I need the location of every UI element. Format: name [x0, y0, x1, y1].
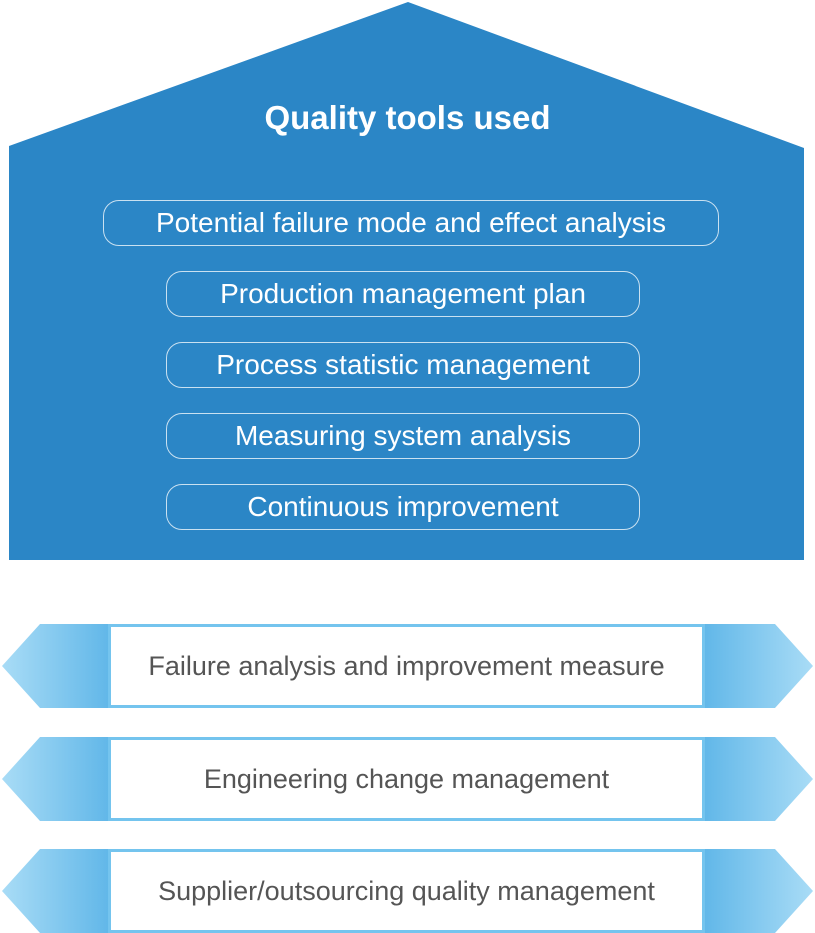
- banner-left-arrow: [2, 737, 112, 821]
- house-title: Quality tools used: [264, 99, 551, 136]
- foundation-item-engineering-change: Engineering change management: [108, 737, 705, 821]
- banner-right-arrow: [701, 849, 813, 933]
- foundation-item-supplier-quality: Supplier/outsourcing quality management: [108, 849, 705, 933]
- foundation-banner: Supplier/outsourcing quality management: [0, 849, 815, 933]
- banner-left-arrow: [2, 849, 112, 933]
- banner-right-arrow: [701, 624, 813, 708]
- banner-arrows: [2, 849, 813, 933]
- foundation-item-failure-analysis: Failure analysis and improvement measure: [108, 624, 705, 708]
- tool-fmea: Potential failure mode and effect analys…: [103, 200, 719, 246]
- tool-continuous-improvement: Continuous improvement: [166, 484, 640, 530]
- tool-measuring-system-analysis: Measuring system analysis: [166, 413, 640, 459]
- house-shape: [9, 2, 804, 560]
- foundation-banner: Engineering change management: [0, 737, 815, 821]
- tool-process-statistic-management: Process statistic management: [166, 342, 640, 388]
- banner-arrows: [2, 624, 813, 708]
- banner-arrows: [2, 737, 813, 821]
- tool-production-management-plan: Production management plan: [166, 271, 640, 317]
- house-roof-and-body: [9, 2, 804, 560]
- foundation-banner: Failure analysis and improvement measure: [0, 624, 815, 708]
- banner-left-arrow: [2, 624, 112, 708]
- banner-right-arrow: [701, 737, 813, 821]
